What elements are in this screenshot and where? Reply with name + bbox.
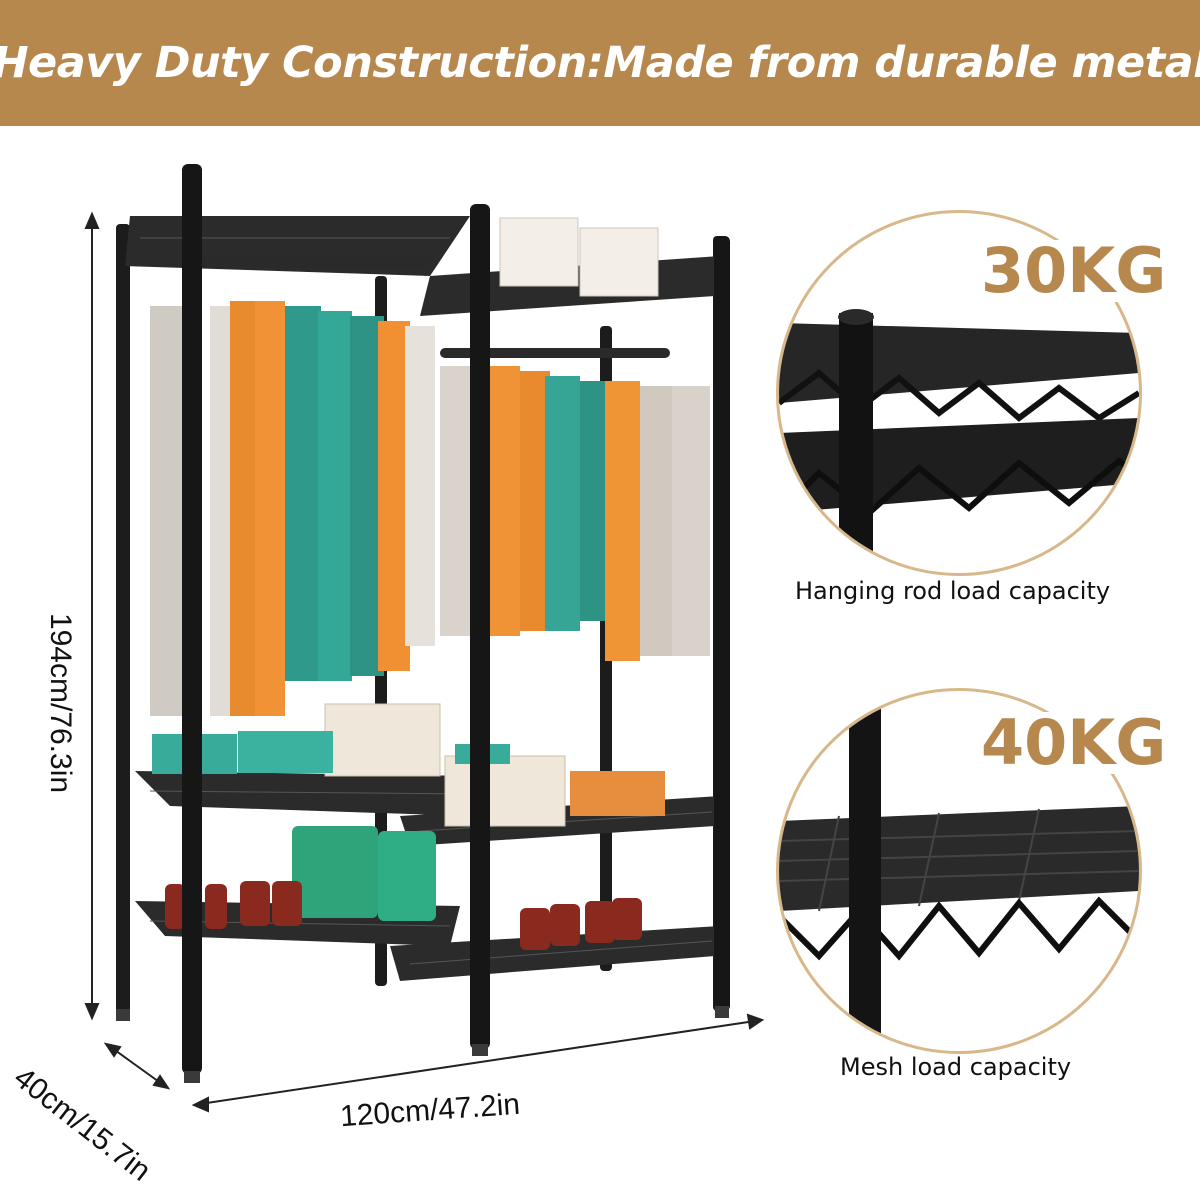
rod-load-value: 30KG — [975, 240, 1173, 302]
dimension-arrows — [84, 211, 765, 1113]
hanging-clothes-right — [440, 366, 710, 661]
hanging-rods — [200, 258, 670, 358]
storage-boxes — [324, 217, 659, 827]
height-dimension-label: 194cm/76.3in — [44, 612, 77, 794]
rod-load-caption: Hanging rod load capacity — [795, 577, 1111, 605]
banner-title: Heavy Duty Construction:Made from durabl… — [0, 38, 1200, 88]
rack-feet — [116, 1006, 729, 1083]
hanging-clothes-left — [150, 301, 435, 716]
wire-shelf-closeup-image — [776, 210, 1142, 576]
shoes — [165, 881, 642, 950]
header-banner: Heavy Duty Construction:Made from durabl… — [0, 0, 1200, 126]
green-bags — [292, 826, 436, 921]
mesh-load-caption: Mesh load capacity — [840, 1053, 1072, 1081]
rack-front-frame — [182, 164, 730, 1074]
clothes-rack-image — [84, 164, 765, 1113]
product-illustration: 194cm/76.3in 120cm/47.2in 40cm/15.7in — [0, 126, 780, 1188]
mesh-load-value: 40KG — [975, 712, 1173, 774]
